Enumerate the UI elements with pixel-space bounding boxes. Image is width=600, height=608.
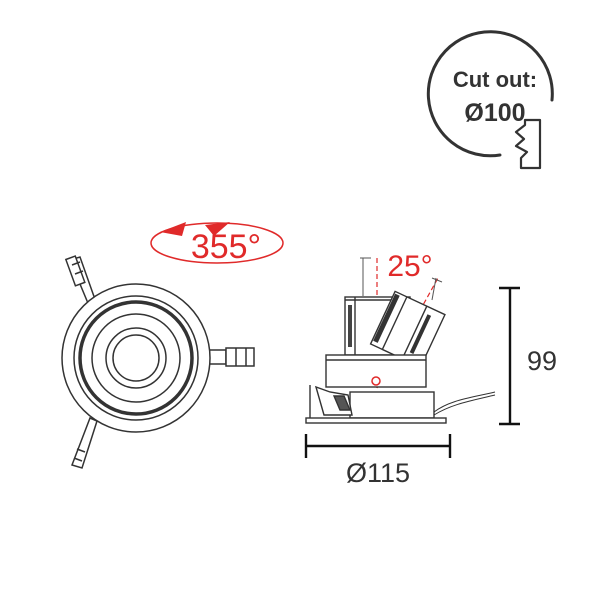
ceiling-flange: [305, 417, 447, 424]
luminaire-body: [305, 290, 447, 424]
rotation-value: 355°: [191, 228, 261, 266]
diameter-dimension: [304, 434, 452, 458]
tilt-value: 25°: [387, 250, 432, 283]
outer-trim-ring: [61, 283, 211, 433]
reflector-ring: [78, 300, 194, 416]
reflector-inner-ring: [91, 313, 181, 403]
side-view: 25°: [304, 250, 557, 488]
outer-trim-inner-ring: [73, 295, 199, 421]
rotation-arrow-icon: [160, 222, 186, 236]
cutout-badge: Cut out: Ø100: [426, 30, 554, 170]
lens-inner-ring: [112, 334, 160, 382]
lens-outer-ring: [105, 327, 167, 389]
height-dimension: [499, 286, 520, 426]
diameter-value: Ø115: [346, 458, 410, 488]
clip-bracket-right: [205, 347, 255, 367]
rotation-ellipse: [150, 222, 284, 264]
tilted-lamp-head: [369, 290, 446, 369]
lower-housing: [349, 391, 435, 419]
height-value: 99: [527, 346, 557, 376]
rotation-arrow-icon: [205, 222, 230, 236]
cable: [433, 391, 496, 413]
cutout-value: Ø100: [464, 99, 525, 127]
cutout-badge-ring: [426, 30, 554, 158]
cutout-label: Cut out:: [453, 67, 537, 92]
rotation-indicator: 355°: [150, 222, 284, 266]
pivot-screw-icon: [371, 376, 381, 386]
top-view: [61, 255, 255, 469]
clip-bracket-bottom: [71, 417, 98, 469]
tilt-extension-lines: [360, 257, 443, 301]
cutout-tab-icon: [514, 118, 542, 170]
